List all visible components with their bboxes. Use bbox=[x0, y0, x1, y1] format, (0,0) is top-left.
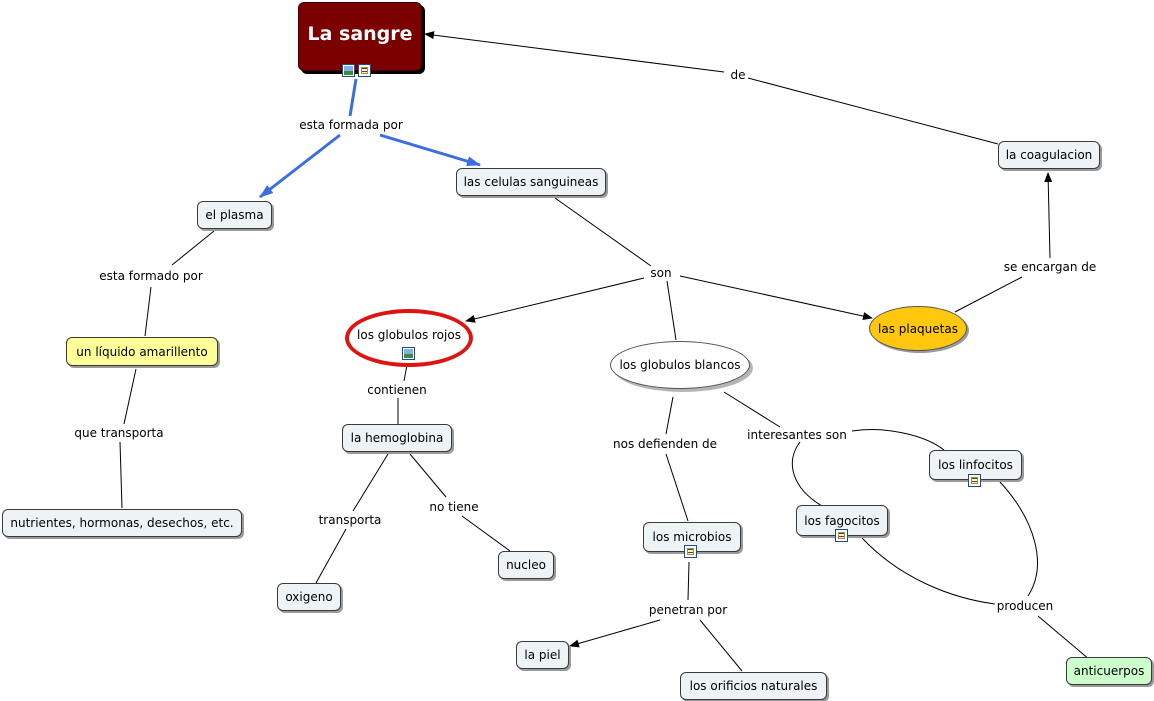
linfocitos-attachments bbox=[968, 474, 981, 487]
globulos-rojos-attachments bbox=[402, 347, 415, 360]
link-penetran-to-piel bbox=[569, 619, 661, 648]
link-son-to-globulos-rojos bbox=[465, 277, 645, 323]
concept-los-globulos-rojos[interactable]: los globulos rojos bbox=[345, 309, 473, 367]
link-label-son: son bbox=[648, 266, 674, 280]
link-globulos-blancos-to-interesantes bbox=[723, 391, 781, 428]
link-hemoglobina-to-transporta bbox=[352, 453, 389, 512]
link-coagulacion-to-de bbox=[747, 77, 999, 145]
concept-el-plasma[interactable]: el plasma bbox=[197, 201, 272, 229]
link-transporta-to-oxigeno bbox=[315, 528, 347, 584]
link-label-esta-formada-por: esta formada por bbox=[297, 118, 405, 132]
link-label-interesantes-son: interesantes son bbox=[745, 428, 849, 442]
image-attachment-icon[interactable] bbox=[402, 347, 415, 360]
link-label-penetran-por: penetran por bbox=[646, 603, 730, 617]
root-concept-la-sangre[interactable]: La sangre bbox=[298, 2, 422, 71]
concept-los-globulos-blancos[interactable]: los globulos blancos bbox=[610, 341, 750, 389]
concept-la-coagulacion[interactable]: la coagulacion bbox=[998, 141, 1100, 169]
root-concept-title: La sangre bbox=[307, 23, 413, 45]
concept-las-celulas-sanguineas[interactable]: las celulas sanguineas bbox=[456, 168, 606, 196]
link-son-to-plaquetas bbox=[679, 275, 873, 320]
link-fagocitos-to-producen bbox=[861, 537, 996, 605]
document-attachment-icon[interactable] bbox=[968, 474, 981, 487]
link-esta-formado-por-to-liquido bbox=[144, 286, 152, 337]
link-que-transporta-to-nutrientes bbox=[119, 441, 123, 509]
link-nos-defienden-to-microbios bbox=[665, 453, 689, 522]
concept-los-orificios-naturales[interactable]: los orificios naturales bbox=[680, 672, 827, 700]
concept-la-hemoglobina[interactable]: la hemoglobina bbox=[342, 424, 452, 452]
link-label-transporta: transporta bbox=[316, 513, 384, 527]
link-liquido-to-que-transporta bbox=[123, 368, 137, 425]
concept-la-piel[interactable]: la piel bbox=[516, 641, 569, 669]
link-plaquetas-to-se-encargan bbox=[954, 276, 1023, 313]
link-linfocitos-to-producen bbox=[999, 481, 1038, 597]
document-attachment-icon[interactable] bbox=[835, 529, 848, 542]
document-attachment-icon[interactable] bbox=[684, 545, 697, 558]
link-label-contienen: contienen bbox=[365, 383, 429, 397]
link-globulos-rojos-to-contienen bbox=[403, 364, 408, 382]
microbios-attachments bbox=[684, 545, 697, 558]
concept-oxigeno[interactable]: oxigeno bbox=[277, 583, 341, 611]
link-de-to-root bbox=[424, 31, 725, 73]
link-hemoglobina-to-no-tiene bbox=[409, 453, 447, 498]
link-plasma-to-esta-formado-por bbox=[171, 230, 215, 266]
link-esta-formada-por-to-celulas bbox=[379, 133, 481, 167]
link-globulos-blancos-to-nos-defienden bbox=[665, 396, 674, 435]
link-root-to-esta-formada-por bbox=[348, 78, 358, 117]
link-label-nos-defienden-de: nos defienden de bbox=[611, 437, 719, 451]
link-esta-formada-por-to-plasma bbox=[259, 133, 341, 199]
link-no-tiene-to-nucleo bbox=[461, 515, 511, 552]
fagocitos-attachments bbox=[835, 529, 848, 542]
link-producen-to-anticuerpos bbox=[1037, 615, 1091, 661]
concept-un-liquido-amarillento[interactable]: un líquido amarillento bbox=[66, 337, 218, 366]
concept-anticuerpos[interactable]: anticuerpos bbox=[1066, 657, 1152, 685]
link-label-que-transporta: que transporta bbox=[72, 426, 166, 440]
document-attachment-icon[interactable] bbox=[358, 64, 371, 77]
link-label-se-encargan-de: se encargan de bbox=[1001, 260, 1099, 274]
image-attachment-icon[interactable] bbox=[342, 64, 355, 77]
concept-los-globulos-rojos-label: los globulos rojos bbox=[357, 328, 461, 342]
link-interesantes-to-fagocitos bbox=[791, 441, 823, 507]
link-interesantes-to-linfocitos bbox=[851, 429, 945, 451]
link-microbios-to-penetran bbox=[687, 561, 690, 601]
concept-nucleo[interactable]: nucleo bbox=[498, 551, 554, 579]
concept-las-plaquetas[interactable]: las plaquetas bbox=[869, 306, 967, 351]
concept-nutrientes[interactable]: nutrientes, hormonas, desechos, etc. bbox=[2, 509, 242, 537]
root-attachments bbox=[342, 64, 371, 77]
link-label-esta-formado-por: esta formado por bbox=[97, 269, 205, 283]
link-label-no-tiene: no tiene bbox=[427, 500, 481, 514]
link-penetran-to-orificios bbox=[699, 619, 743, 672]
link-label-de: de bbox=[728, 68, 748, 82]
link-son-to-globulos-blancos bbox=[666, 280, 677, 341]
link-se-encargan-to-coagulacion bbox=[1044, 172, 1053, 259]
link-label-producen: producen bbox=[994, 599, 1056, 613]
link-celulas-to-son bbox=[554, 197, 652, 267]
